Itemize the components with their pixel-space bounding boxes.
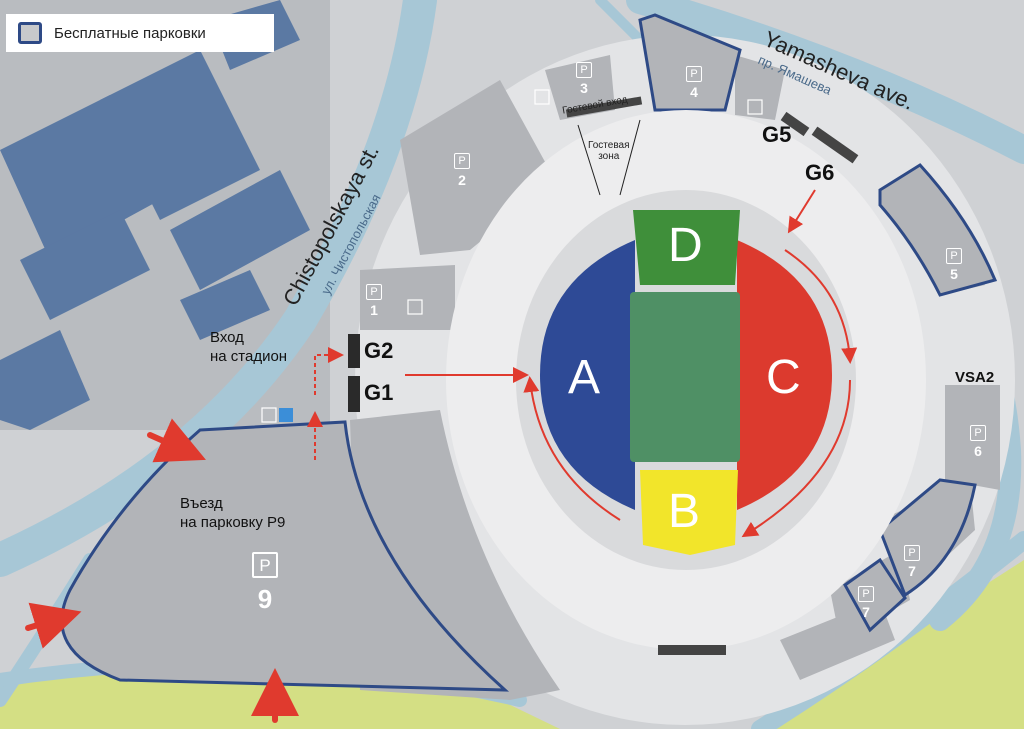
parking-symbol-9: P xyxy=(252,552,278,578)
stadium-entry-label: Вход на стадион xyxy=(210,329,288,365)
parking-number-2: 2 xyxy=(458,172,466,188)
gate-g6-bar xyxy=(811,126,859,164)
sector-d-shape xyxy=(633,210,740,285)
big-arrows xyxy=(25,418,299,723)
sector-a-label: A xyxy=(568,351,601,404)
parking-number-3: 3 xyxy=(580,80,588,96)
parking-number-7b: 7 xyxy=(862,604,870,620)
parking-symbol-2: P xyxy=(454,153,470,169)
gate-g5-bar xyxy=(780,111,810,137)
gate-g1-bar xyxy=(348,376,360,412)
sector-c-label: C xyxy=(766,351,801,404)
route-arrows xyxy=(307,189,858,538)
sector-b-label: B xyxy=(668,485,701,538)
parking-p9-area xyxy=(60,420,510,692)
parking-symbol-4: P xyxy=(686,66,702,82)
parking-symbol-3: P xyxy=(576,62,592,78)
parking-number-7a: 7 xyxy=(908,563,916,579)
gate-g6: G6 xyxy=(805,160,835,185)
gate-g1: G1 xyxy=(364,380,394,405)
parking-number-5: 5 xyxy=(950,266,958,282)
bottom-gate-bar xyxy=(658,645,726,655)
parking-number-1: 1 xyxy=(370,302,378,318)
sector-d-label: D xyxy=(668,219,703,272)
vsa2-label: VSA2 xyxy=(955,369,995,386)
parking-symbol-7a: P xyxy=(904,545,920,561)
parking-entry-label: Въезд на парковку P9 xyxy=(180,495,286,531)
guest-entrance-bar xyxy=(565,96,643,118)
parking-number-6: 6 xyxy=(974,443,982,459)
free-parking-areas xyxy=(638,13,998,633)
legend-swatch xyxy=(18,22,42,44)
parking-number-9: 9 xyxy=(257,584,273,614)
gate-g2-bar xyxy=(348,334,360,368)
field xyxy=(630,292,740,462)
gate-g2: G2 xyxy=(364,338,394,363)
disabled-icons xyxy=(261,89,763,423)
sector-a-shape xyxy=(540,240,635,510)
parking-symbol-5: P xyxy=(946,248,962,264)
parking-symbol-7b: P xyxy=(858,586,874,602)
parking-number-4: 4 xyxy=(690,84,698,100)
sector-b-shape xyxy=(640,470,738,555)
legend-text: Бесплатные парковки xyxy=(54,24,206,42)
parking-symbol-6: P xyxy=(970,425,986,441)
legend: Бесплатные парковки xyxy=(6,14,274,52)
gate-g5: G5 xyxy=(762,122,792,147)
guest-zone-label: Гостевая зона xyxy=(588,140,630,162)
parking-symbol-1: P xyxy=(366,284,382,300)
sector-c-shape xyxy=(737,240,832,510)
guest-zone-lines xyxy=(577,119,641,196)
